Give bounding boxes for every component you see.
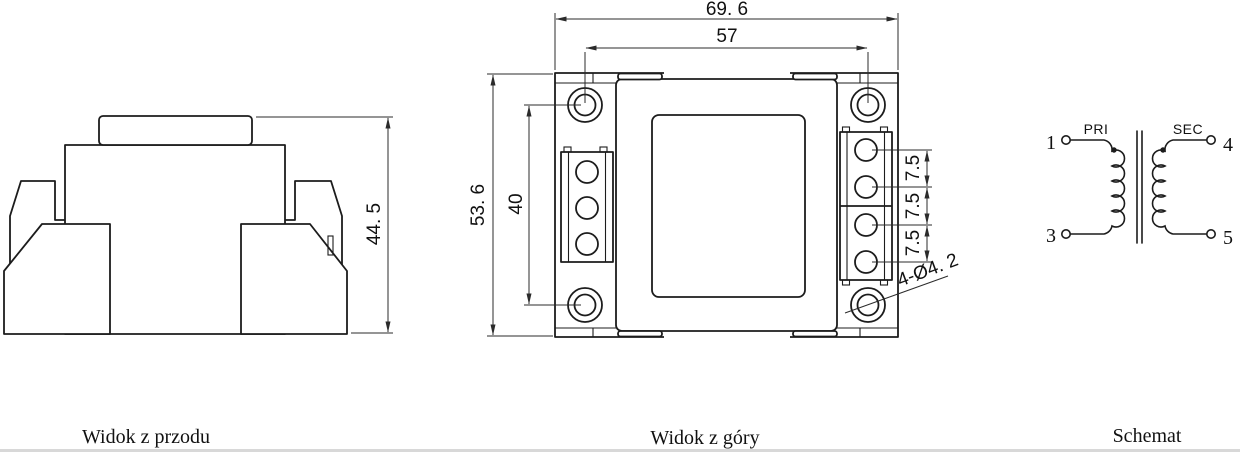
terminal-block-tab [879,279,889,286]
top-view: 69. 6 57 53. 6 40 7. [468,0,961,342]
front-left-foot [3,223,111,335]
terminal-node-1 [1061,135,1072,146]
overall-width-label: 69. 6 [706,0,748,20]
plate-bottom-notch [664,332,790,342]
terminal-block-body [560,151,614,263]
terminal-block-tab [841,126,851,133]
front-height-dimension: 44. 5 [256,116,393,334]
hole-boss-bottom-right [850,287,886,323]
cover-tab [792,330,838,338]
front-right-release-slot [327,235,334,256]
secondary-label: SEC [1173,121,1203,137]
terminal-number-3: 3 [1046,225,1056,247]
terminal-pitch-label-2: 7.5 [903,193,924,219]
overall-depth-label: 53. 6 [468,184,489,226]
terminal-pitch-label-3: 7.5 [903,230,924,256]
primary-label: PRI [1084,121,1109,137]
schematic-view: PRI SEC 1 3 4 5 [1046,121,1233,249]
terminal-number-5: 5 [1223,227,1233,249]
secondary-winding [1151,139,1208,235]
terminal-number-4: 4 [1223,134,1233,156]
hole-spacing-v-dimension: 40 [506,104,581,306]
bottom-edge-strip [0,449,1240,452]
right-terminal-block [839,126,893,286]
front-right-clip [285,180,343,267]
terminal-screw [575,232,599,256]
hole-spacing-v-label: 40 [506,193,527,214]
overall-depth-dimension: 53. 6 [468,73,553,337]
front-right-foot [240,223,348,335]
cover-tab [792,72,838,81]
primary-polarity-dot [1111,147,1117,153]
cover-window [651,114,806,298]
leader-line [844,275,949,314]
terminal-pitch-dimensions: 7.5 7.5 7.5 [872,149,932,263]
left-terminal-block [560,146,614,263]
primary-winding [1069,139,1126,235]
terminal-node-5 [1206,229,1217,240]
terminal-block-tab [563,146,572,153]
terminal-node-4 [1206,135,1217,146]
terminal-pitch-label-1: 7.5 [903,155,924,181]
terminal-node-3 [1061,229,1072,240]
terminal-screw [575,196,599,220]
front-left-clip [9,180,65,267]
plate-top-notch [664,68,790,78]
front-view: 44. 5 [3,115,393,335]
hole-spacing-h-label: 57 [716,26,737,47]
front-top-cap [98,115,253,146]
transformer-cover [615,78,838,332]
terminal-block-tab [599,146,608,153]
terminal-block-tab [879,126,889,133]
hole-spacing-h-dimension: 57 [584,26,869,103]
mounting-hole-bottom-right [856,293,880,317]
overall-width-dimension: 69. 6 [554,0,899,70]
top-view-caption: Widok z góry [650,427,759,449]
terminal-block-tab [841,279,851,286]
cover-tab [617,72,663,81]
cover-tab [617,330,663,338]
front-height-dimension-label: 44. 5 [364,203,385,245]
terminal-number-1: 1 [1046,132,1056,154]
front-view-caption: Widok z przodu [82,426,210,448]
schematic-caption: Schemat [1113,425,1182,447]
terminal-screw [575,160,599,184]
secondary-polarity-dot [1160,147,1166,153]
